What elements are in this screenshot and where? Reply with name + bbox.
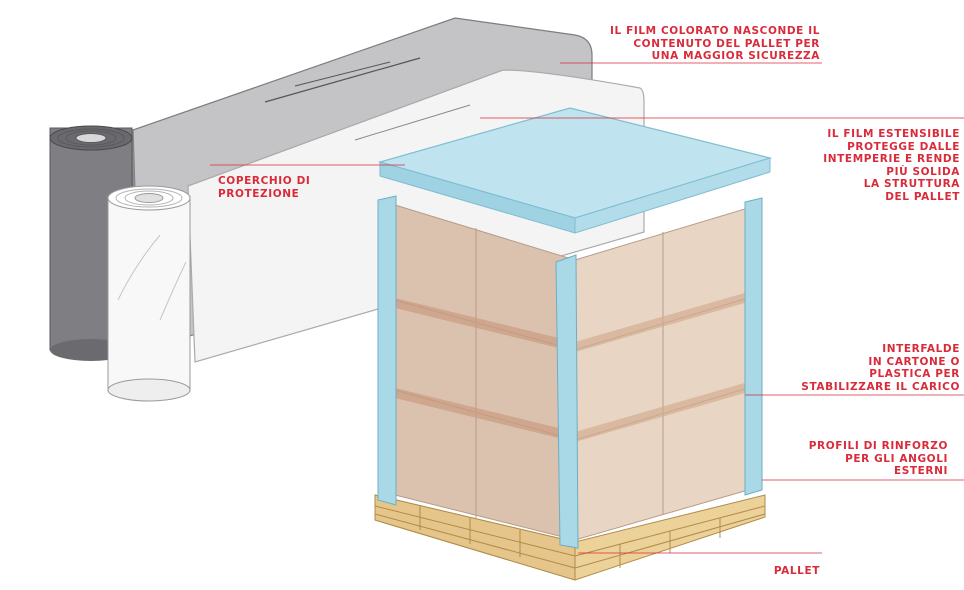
boxes-right-face [574, 207, 749, 541]
pallet [374, 494, 766, 581]
protective-lid [377, 107, 773, 234]
label-interlayers: INTERFALDE IN CARTONE O PLASTICA PER STA… [801, 343, 960, 393]
boxes-left-face [394, 204, 576, 541]
label-pallet: PALLET [773, 565, 820, 577]
label-stretch-film: IL FILM ESTENSIBILE PROTEGGE DALLE INTEM… [823, 128, 960, 203]
corner-profiles [377, 195, 763, 549]
label-profiles: PROFILI DI RINFORZO PER GLI ANGOLI ESTER… [808, 440, 948, 477]
leader-lines [210, 62, 964, 554]
label-colored-film: IL FILM COLORATO NASCONDE IL CONTENUTO D… [610, 25, 820, 62]
label-cover: COPERCHIO DI PROTEZIONE [218, 175, 311, 200]
